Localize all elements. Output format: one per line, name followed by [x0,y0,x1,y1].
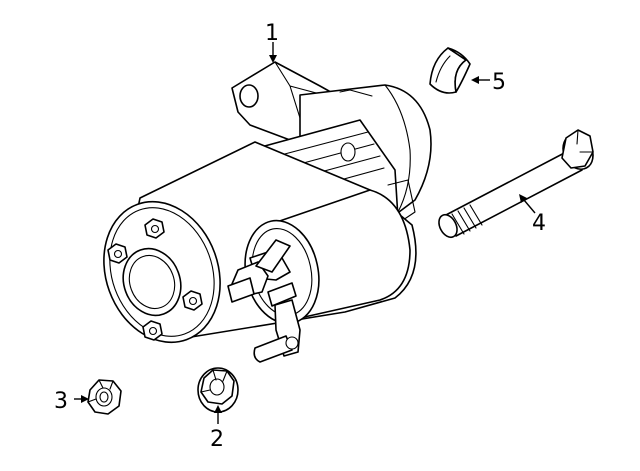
mounting-bolt-icon [438,129,594,239]
callout-5-leader [471,76,490,84]
callout-label-5: 5 [492,70,506,95]
end-cap-bolt [107,243,128,264]
hex-nut-icon [87,379,122,415]
heat-shield-icon [429,47,471,94]
callout-2-leader [214,405,222,424]
end-cap-bolt [142,320,163,341]
callout-label-4: 4 [532,211,546,236]
end-cap-bolt [144,218,165,239]
callout-label-2: 2 [210,427,224,452]
callout-1-leader [269,42,277,63]
callout-label-1: 1 [265,21,279,46]
starter-motor-icon [103,61,432,363]
callout-3-leader [74,395,89,403]
callout-label-3: 3 [54,389,68,414]
flange-nut-icon [197,367,239,413]
end-cap-bolt [182,290,203,311]
callout-4-leader [519,194,536,214]
